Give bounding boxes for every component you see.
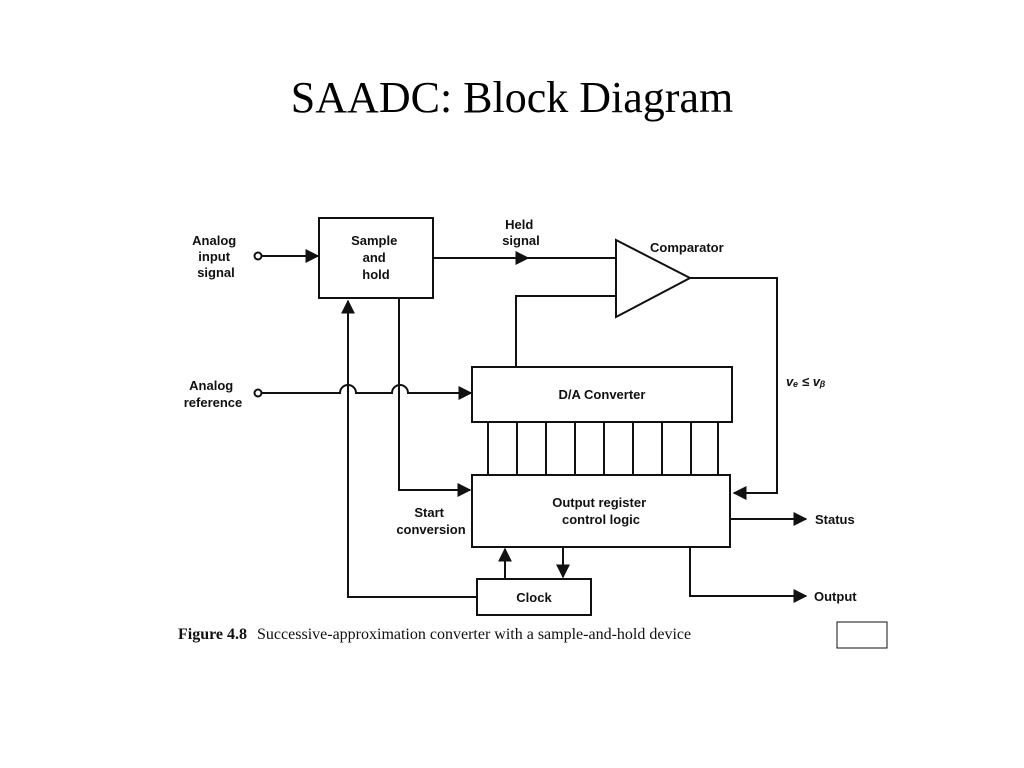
slide-title: SAADC: Block Diagram — [290, 73, 734, 122]
comparator-label: Comparator — [650, 240, 724, 255]
dac-feedback-wire — [515, 295, 616, 366]
input-terminal — [253, 251, 263, 261]
dac-block — [471, 366, 733, 423]
clock-label: Clock — [516, 590, 552, 605]
reference-terminal — [253, 388, 263, 398]
comparator-output-wire — [690, 277, 778, 500]
status-label: Status — [815, 512, 855, 527]
start-conversion-wire — [398, 298, 472, 497]
register-label: Output register control logic — [552, 495, 650, 527]
clock-to-sample-wire — [341, 299, 477, 598]
register-block — [471, 474, 731, 548]
reference-wire — [262, 384, 473, 400]
held-signal-label: Held signal — [502, 217, 540, 248]
sample-hold-block — [318, 217, 434, 299]
clock-block — [476, 578, 592, 616]
analog-reference-label: Analog reference — [184, 378, 243, 410]
data-bus — [487, 422, 719, 475]
output-wire — [689, 547, 808, 603]
comparison-label: vₑ ≤ vᵦ — [786, 374, 826, 389]
sample-hold-label: Sample and hold — [351, 233, 401, 282]
comparator-triangle — [615, 238, 693, 319]
start-conversion-label: Start conversion — [396, 505, 465, 537]
dac-label: D/A Converter — [559, 387, 646, 402]
analog-input-label: Analog input signal — [192, 233, 240, 280]
caption-blank-box — [836, 621, 888, 649]
output-label: Output — [814, 589, 857, 604]
figure-caption: Figure 4.8 Successive-approximation conv… — [178, 626, 691, 643]
